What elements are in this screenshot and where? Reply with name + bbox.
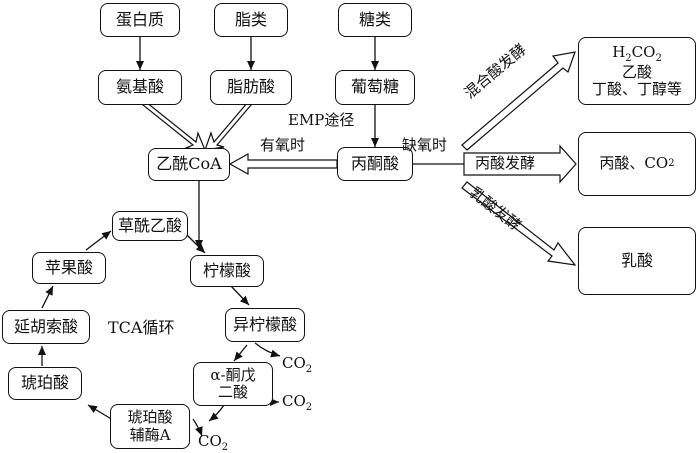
pathway-arrow-lactic	[461, 181, 577, 266]
node-isocitrate: 异柠檬酸	[225, 308, 305, 342]
mixed-products-line3: 丁酸、丁醇等	[591, 80, 682, 99]
node-amino-acid: 氨基酸	[98, 70, 182, 105]
arrow-akg-to-succinylcoa	[208, 404, 225, 422]
label-co2-3: CO2	[198, 432, 229, 453]
node-mixed-acid-products: H2CO2 乙酸 丁酸、丁醇等	[578, 37, 696, 105]
node-protein: 蛋白质	[100, 3, 180, 37]
node-pyruvate: 丙酮酸	[337, 147, 413, 181]
arrow-oxaloacetate-to-citrate	[185, 233, 206, 254]
arrow-co2-release-3	[192, 418, 203, 437]
arrow-citrate-to-isocitrate	[230, 285, 250, 306]
label-emp: EMP途径	[288, 111, 355, 129]
arrow-isocitrate-to-akg	[233, 344, 248, 362]
akg-line2: 二酸	[217, 383, 248, 401]
node-malate: 苹果酸	[32, 252, 106, 284]
label-propionic-fermentation: 丙酸发酵	[475, 154, 536, 172]
node-fumarate: 延胡索酸	[2, 310, 90, 344]
arrow-malate-to-oxaloacetate	[85, 230, 112, 251]
hollow-arrow-fattyacid-to-acetylcoa	[204, 101, 252, 151]
node-fatty-acid: 脂肪酸	[210, 70, 292, 105]
node-sugar: 糖类	[338, 3, 412, 37]
arrow-fumarate-to-malate	[41, 285, 54, 309]
arrow-succinylcoa-to-succinate	[87, 404, 114, 421]
succinyl-line1: 琥珀酸	[127, 408, 173, 427]
node-citrate: 柠檬酸	[190, 255, 264, 287]
hollow-arrow-pyruvate-to-acetylcoa	[228, 152, 338, 176]
node-succinate: 琥珀酸	[8, 367, 82, 400]
node-lipid: 脂类	[214, 3, 288, 37]
arrow-co2-release-1	[254, 342, 281, 358]
succinyl-line2: 辅酶A	[129, 425, 171, 444]
mixed-products-line2: 乙酸	[621, 63, 652, 81]
label-tca-cycle: TCA循环	[108, 318, 175, 337]
node-glucose: 葡萄糖	[335, 70, 415, 105]
node-acetyl-coa: 乙酰CoA	[148, 148, 230, 181]
node-lactate: 乳酸	[578, 227, 696, 295]
label-co2-2: CO2	[282, 392, 313, 413]
label-co2-1: CO2	[282, 354, 313, 375]
node-alpha-ketoglutarate: α-酮戊 二酸	[193, 362, 273, 406]
node-oxaloacetate: 草酰乙酸	[112, 211, 188, 241]
label-anaerobic: 缺氧时	[402, 136, 448, 154]
pathway-arrow-mixed-acid	[461, 51, 576, 151]
mixed-products-line1: H2CO2	[612, 42, 662, 64]
label-aerobic: 有氧时	[260, 136, 306, 154]
hollow-arrow-aminoacid-to-acetylcoa	[142, 101, 206, 151]
pathway-arrow-propionic	[463, 144, 577, 184]
node-succinyl-coa: 琥珀酸 辅酶A	[110, 404, 190, 449]
akg-line1: α-酮戊	[210, 365, 256, 384]
